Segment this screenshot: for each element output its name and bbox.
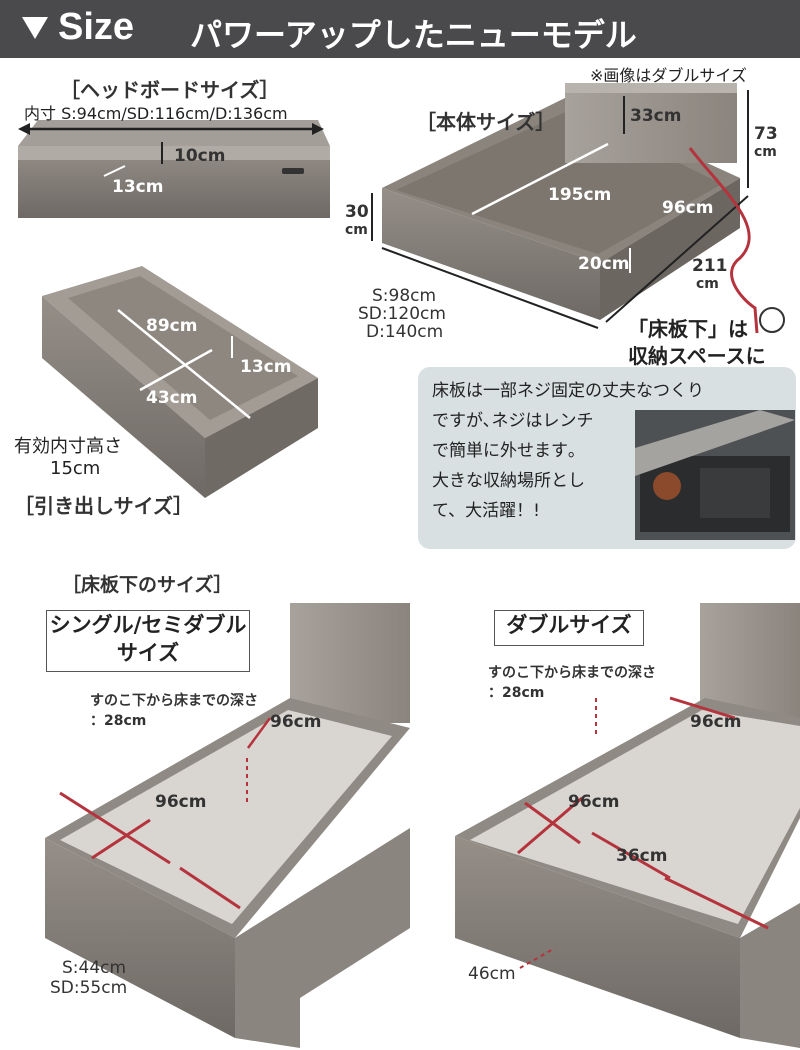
body-width-sd: SD:120cm bbox=[358, 304, 446, 324]
body-title: ［本体サイズ］ bbox=[416, 110, 556, 134]
single-dim-96b: 96cm bbox=[155, 792, 207, 812]
double-depth-value: ：28cm bbox=[488, 685, 545, 701]
double-dim-46: 46cm bbox=[468, 964, 516, 984]
drawer-inner-label: 有効内寸高さ bbox=[14, 436, 122, 457]
single-dim-sd55: SD:55cm bbox=[50, 978, 128, 998]
body-width-s: S:98cm bbox=[372, 286, 437, 306]
headboard-title: ［ヘッドボードサイズ］ bbox=[60, 78, 280, 102]
bed-illustrations bbox=[18, 83, 800, 1048]
double-size-box: ダブルサイズ bbox=[494, 610, 644, 646]
single-box-line1: シングル/セミダブル bbox=[49, 613, 247, 637]
body-dim-73: 73 bbox=[754, 124, 778, 144]
single-dim-s44: S:44cm bbox=[62, 958, 127, 978]
body-dim-30: 30 bbox=[345, 202, 369, 222]
double-dim-96b: 96cm bbox=[568, 792, 620, 812]
single-size-box: シングル/セミダブル サイズ bbox=[46, 610, 250, 672]
callout-text-3: で簡単に外せます｡ bbox=[432, 441, 577, 461]
callout-line1: 「床板下」は bbox=[628, 317, 748, 341]
body-dim-96: 96cm bbox=[662, 198, 714, 218]
lightbulb-icon bbox=[759, 307, 785, 333]
body-dim-30-unit: cm bbox=[345, 222, 368, 238]
drawer-title: ［引き出しサイズ］ bbox=[14, 494, 193, 518]
body-dim-73-unit: cm bbox=[754, 144, 777, 160]
body-dim-211: 211 bbox=[692, 256, 728, 276]
banner-subtitle: パワーアップしたニューモデル bbox=[190, 16, 637, 54]
callout-photo-layer bbox=[635, 410, 795, 540]
drawer-dim-89: 89cm bbox=[146, 316, 198, 336]
body-width-d: D:140cm bbox=[366, 322, 444, 342]
title-banner bbox=[0, 0, 800, 58]
double-depth-label: すのこ下から床までの深さ bbox=[488, 665, 656, 681]
headboard-inner-dims: 内寸 S:94cm/SD:116cm/D:136cm bbox=[24, 104, 288, 123]
callout-text-5: て、大活躍！! bbox=[432, 501, 540, 521]
single-underbed-illustration bbox=[45, 603, 410, 1048]
banner-title: Size bbox=[58, 6, 135, 48]
body-dim-195: 195cm bbox=[548, 185, 612, 205]
drawer-dim-13: 13cm bbox=[240, 357, 292, 377]
double-dim-36: 36cm bbox=[616, 846, 668, 866]
body-dim-20: 20cm bbox=[578, 254, 630, 274]
bed-illustration bbox=[382, 83, 740, 320]
drawer-dim-43: 43cm bbox=[146, 388, 198, 408]
callout-text-2: ですが､ネジはレンチ bbox=[432, 411, 594, 431]
body-dim-33: 33cm bbox=[630, 106, 682, 126]
callout-text-1: 床板は一部ネジ固定の丈夫なつくり bbox=[432, 381, 704, 401]
headboard-dim-13: 13cm bbox=[112, 177, 164, 197]
double-dim-96a: 96cm bbox=[690, 712, 742, 732]
drawer-inner-value: 15cm bbox=[50, 458, 101, 479]
callout-text-4: 大きな収納場所とし bbox=[432, 471, 585, 491]
single-depth-label: すのこ下から床までの深さ bbox=[90, 693, 258, 709]
single-box-line2: サイズ bbox=[116, 641, 180, 665]
down-triangle-icon bbox=[22, 17, 48, 39]
underbed-title: ［床板下のサイズ］ bbox=[62, 574, 233, 596]
double-underbed-illustration bbox=[455, 603, 800, 1048]
single-depth-value: ：28cm bbox=[90, 713, 147, 729]
drawer-illustration bbox=[42, 266, 318, 498]
body-dim-211-unit: cm bbox=[696, 276, 719, 292]
single-dim-96a: 96cm bbox=[270, 712, 322, 732]
headboard-dim-10: 10cm bbox=[174, 146, 226, 166]
callout-line2: 収納スペースに bbox=[628, 344, 766, 368]
image-note: ※画像はダブルサイズ bbox=[590, 66, 747, 85]
headboard-illustration bbox=[18, 120, 330, 218]
